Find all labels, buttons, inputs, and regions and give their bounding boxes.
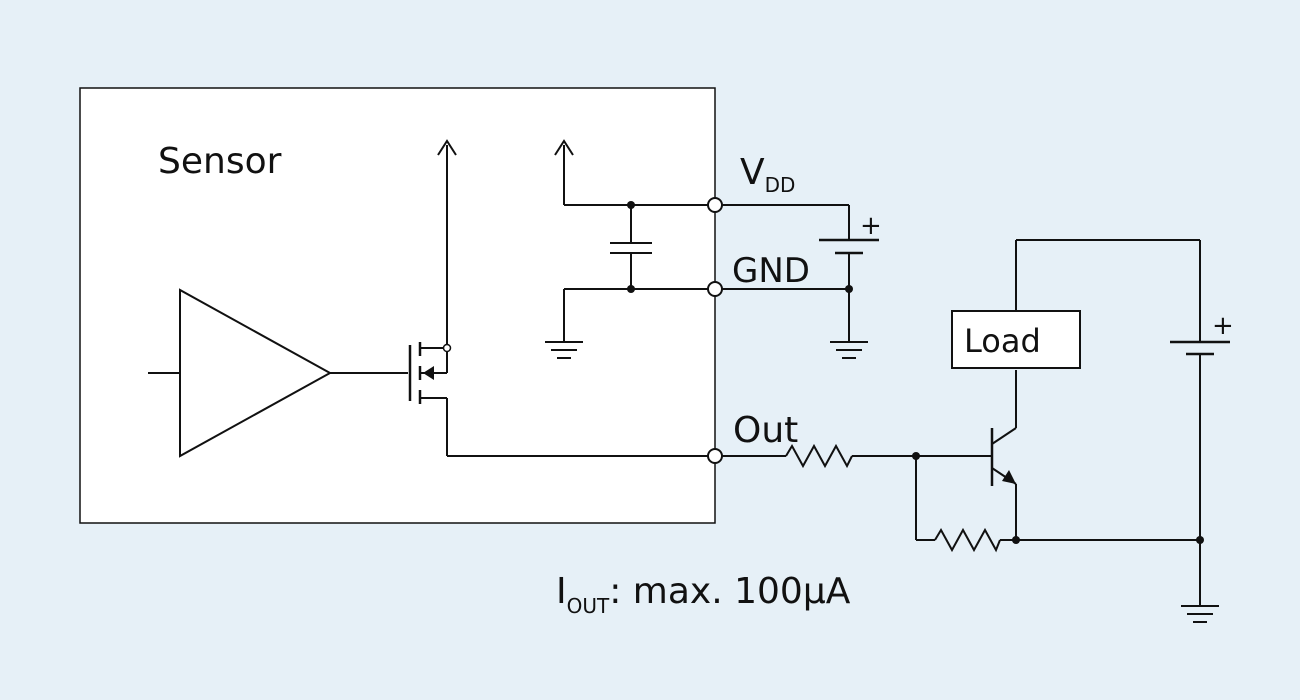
vdd-label: VDD [740,152,795,197]
battery-plus-label: + [860,211,882,241]
amplifier [148,288,408,458]
load-battery: + [1170,240,1234,623]
pulldown-resistor [915,456,1204,553]
load-label: Load [964,322,1041,360]
load-box [951,310,1081,369]
sensor-label: Sensor [158,141,282,182]
vdd-battery: + [722,204,882,359]
out-terminal [707,448,723,464]
ground-icon [545,341,583,359]
sensor-box [79,87,716,524]
battery-plus-label: + [1212,311,1234,341]
npn-transistor [990,370,1017,540]
series-resistor [722,443,992,469]
ground-icon [1181,605,1219,623]
output-current-note: IOUT: max. 100µA [556,571,851,618]
gnd-terminal [707,281,723,297]
out-label: Out [733,410,798,451]
supply-arrow-icon [554,139,574,156]
output-mosfet [408,139,708,457]
internal-supply [545,139,708,359]
ground-icon [830,341,868,359]
vdd-terminal [707,197,723,213]
gnd-label: GND [732,251,810,291]
